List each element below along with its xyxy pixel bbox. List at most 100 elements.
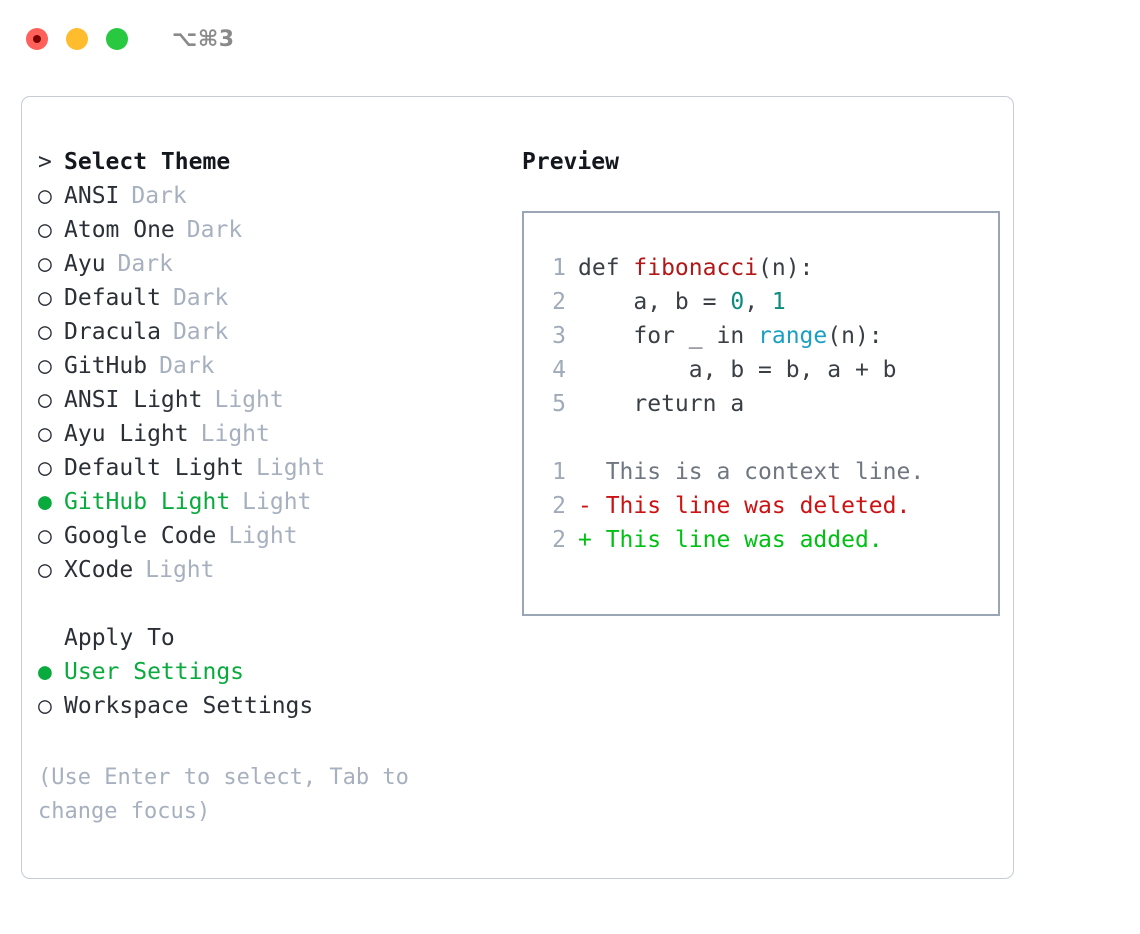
code-line: 1 def fibonacci(n):: [536, 255, 998, 289]
code-token-fn: fibonacci: [633, 255, 759, 281]
select-theme-title: Select Theme: [64, 149, 231, 175]
diff-sign: -: [578, 493, 592, 519]
radio-unselected-icon: ○: [38, 183, 52, 209]
apply-to-header: ○ Apply To: [38, 625, 508, 659]
close-button-icon[interactable]: [26, 28, 48, 50]
diff-sign: +: [578, 527, 592, 553]
diff-line-content: This line was added.: [591, 527, 883, 553]
minimize-button-icon[interactable]: [66, 28, 88, 50]
theme-option[interactable]: ○ ANSI Dark: [38, 183, 508, 217]
title-bar: ⌥⌘3: [0, 0, 1140, 78]
prompt-caret-icon: >: [38, 149, 52, 175]
diff-line-number: 2: [552, 527, 566, 553]
diff-line-number: 1: [552, 459, 566, 485]
code-line-number: 1: [552, 255, 566, 281]
window-controls: [26, 28, 128, 50]
diff-line: 2 + This line was added.: [536, 527, 998, 561]
code-line: 4 a, b = b, a + b: [536, 357, 998, 391]
theme-variant-tag: Dark: [131, 183, 187, 209]
radio-unselected-icon: ○: [38, 217, 52, 243]
code-line-number: 3: [552, 323, 566, 349]
apply-to-option[interactable]: ○Workspace Settings: [38, 693, 508, 727]
diff-line-content: This is a context line.: [591, 459, 925, 485]
code-token-plain: def: [578, 255, 634, 281]
code-token-plain: (n):: [827, 323, 883, 349]
radio-unselected-icon: ○: [38, 455, 52, 481]
theme-variant-tag: Dark: [159, 353, 215, 379]
theme-option-label: Dracula: [64, 319, 161, 345]
code-line: 5 return a: [536, 391, 998, 425]
radio-unselected-icon: ○: [38, 251, 52, 277]
diff-line: 2- This line was deleted.: [536, 493, 998, 527]
code-token-plain: ,: [744, 289, 772, 315]
code-token-plain: a, b = b, a + b: [578, 357, 897, 383]
preview-title: Preview: [522, 149, 619, 175]
theme-option-label: Default: [64, 285, 161, 311]
theme-option-label: Default Light: [64, 455, 245, 481]
code-line-number: 2: [552, 289, 566, 315]
theme-variant-tag: Light: [228, 523, 298, 549]
code-token-plain: for _ in: [578, 323, 759, 349]
theme-option-label: Ayu: [64, 251, 106, 277]
keyboard-hint: (Use Enter to select, Tab to change focu…: [38, 765, 409, 824]
theme-option-label: GitHub: [64, 353, 148, 379]
code-line-content: def fibonacci(n):: [578, 255, 813, 281]
code-line-content: for _ in range(n):: [578, 323, 883, 349]
diff-sign: [578, 459, 592, 485]
code-diff-separator: [536, 425, 998, 459]
code-line-content: return a: [578, 391, 744, 417]
theme-option-label: ANSI: [64, 183, 120, 209]
diff-line: 1 This is a context line.: [536, 459, 998, 493]
theme-variant-tag: Light: [145, 557, 215, 583]
theme-variant-tag: Light: [242, 489, 312, 515]
radio-unselected-icon: ○: [38, 557, 52, 583]
radio-selected-icon: ●: [38, 489, 52, 515]
code-line-number: 4: [552, 357, 566, 383]
theme-option[interactable]: ○ Default Light Light: [38, 455, 508, 489]
theme-variant-tag: Light: [256, 455, 326, 481]
code-line: 2 a, b = 0, 1: [536, 289, 998, 323]
diff-sample: 1 This is a context line.2- This line wa…: [536, 459, 998, 561]
diff-line-number: 2: [552, 493, 566, 519]
code-token-num: 0: [730, 289, 745, 315]
apply-to-option-label: User Settings: [64, 659, 245, 685]
code-token-plain: (n):: [758, 255, 814, 281]
keyboard-shortcut-label: ⌥⌘3: [172, 26, 235, 52]
theme-variant-tag: Dark: [186, 217, 243, 243]
code-line: 3 for _ in range(n):: [536, 323, 998, 357]
code-line-content: a, b = 0, 1: [578, 289, 786, 315]
radio-unselected-icon: ○: [38, 285, 52, 311]
code-token-plain: a, b =: [578, 289, 731, 315]
code-line-number: 5: [552, 391, 566, 417]
radio-unselected-icon: ○: [38, 421, 52, 447]
apply-to-option[interactable]: ●User Settings: [38, 659, 508, 693]
diff-line-content: This line was deleted.: [591, 493, 911, 519]
apply-to-option-list: ●User Settings○Workspace Settings: [38, 659, 508, 727]
code-token-num: 1: [771, 289, 786, 315]
code-token-call: range: [758, 323, 828, 349]
maximize-button-icon[interactable]: [106, 28, 128, 50]
theme-option[interactable]: ○ Ayu Dark: [38, 251, 508, 285]
radio-unselected-icon: ○: [38, 523, 52, 549]
theme-variant-tag: Light: [214, 387, 284, 413]
theme-variant-tag: Dark: [172, 319, 229, 345]
radio-unselected-icon: ○: [38, 693, 52, 719]
theme-variant-tag: Dark: [117, 251, 173, 277]
theme-option-label: ANSI Light: [64, 387, 203, 413]
